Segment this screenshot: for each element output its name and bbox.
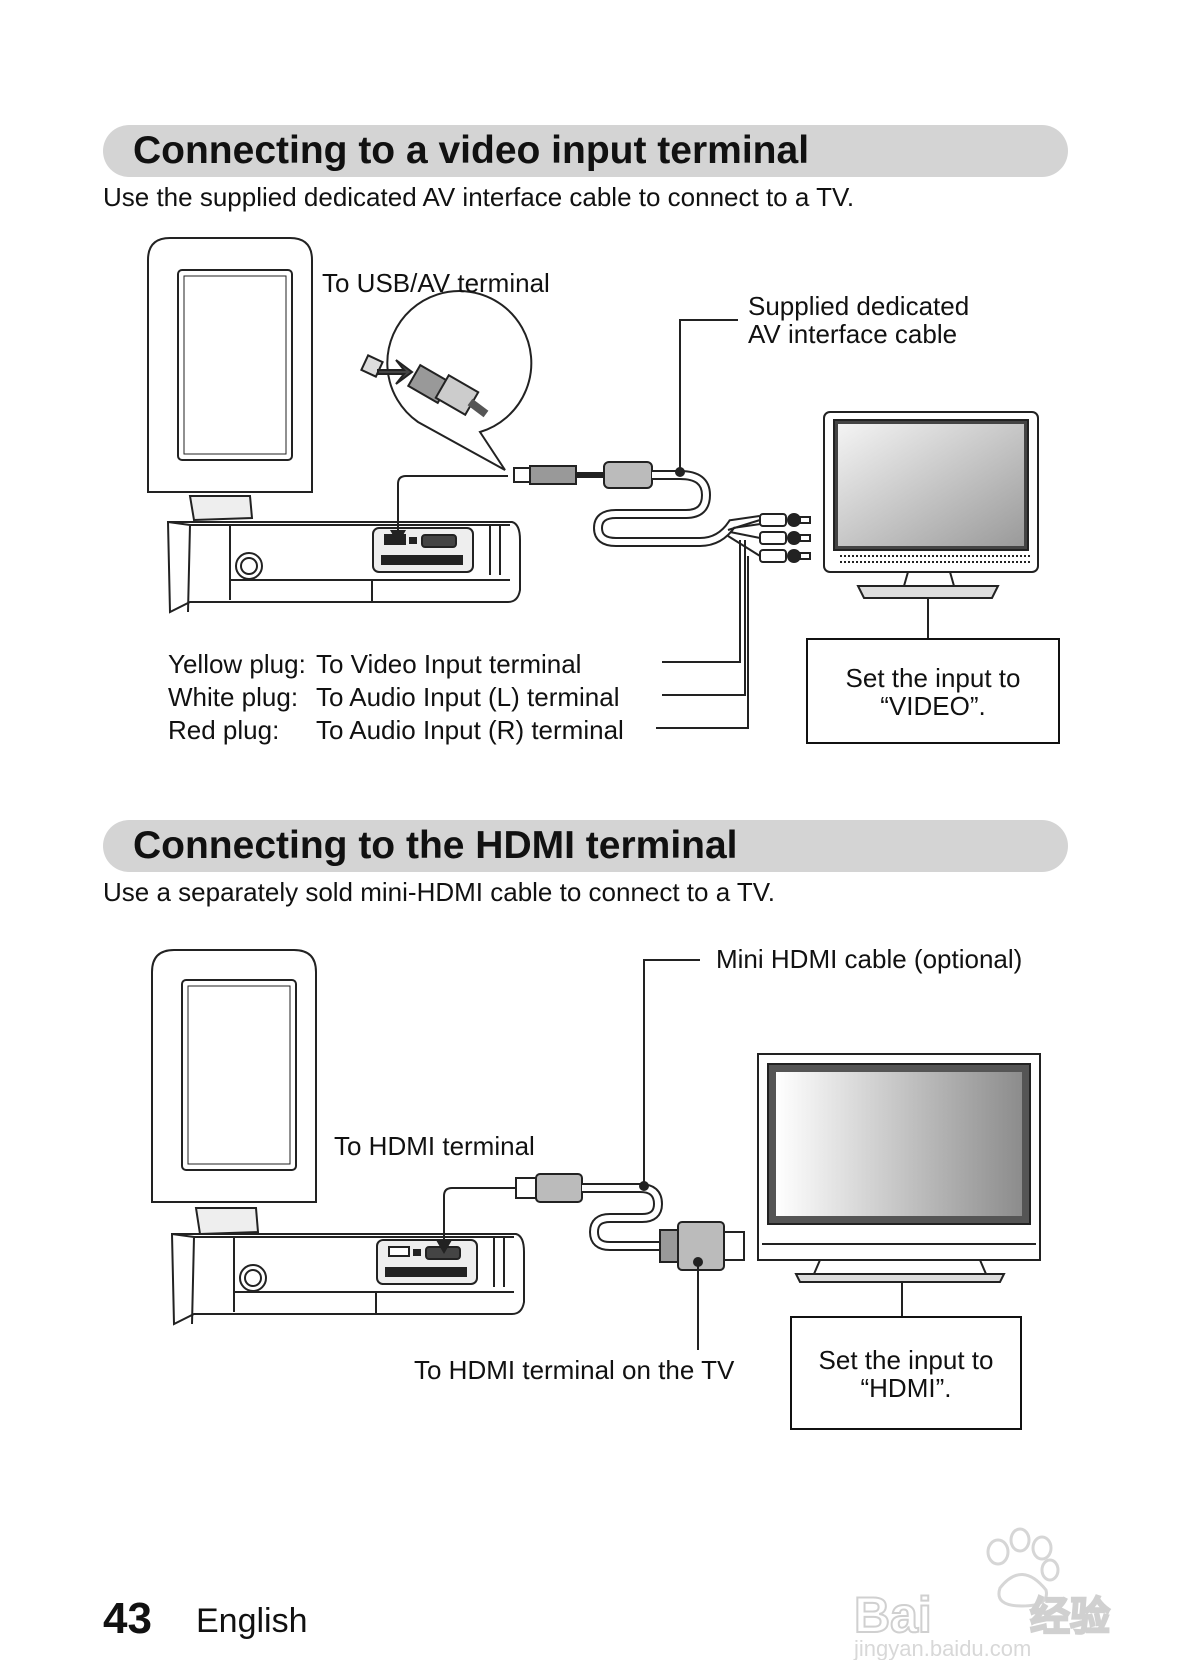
- input-instruction-box-hdmi: Set the input to “HDMI”.: [790, 1316, 1022, 1430]
- label-mini-hdmi-cable: Mini HDMI cable (optional): [716, 944, 1023, 974]
- plug-row-yellow: Yellow plug: To Video Input terminal: [168, 649, 581, 679]
- section-lead-video: Use the supplied dedicated AV interface …: [103, 182, 855, 212]
- page-number: 43: [103, 1594, 152, 1643]
- camera-illustration-hdmi: [151, 949, 525, 1326]
- plug-value: To Audio Input (R) terminal: [316, 715, 624, 745]
- input-instruction-box-video: Set the input to “VIDEO”.: [806, 638, 1060, 744]
- section-header-video: Connecting to a video input terminal: [103, 125, 1068, 177]
- plug-value: To Audio Input (L) terminal: [316, 682, 620, 712]
- box-line2: “HDMI”.: [860, 1373, 952, 1403]
- plug-row-white: White plug: To Audio Input (L) terminal: [168, 682, 620, 712]
- watermark-brand-text: Bai: [854, 1587, 932, 1643]
- plug-key: Yellow plug:: [168, 649, 306, 679]
- section-lead-hdmi: Use a separately sold mini-HDMI cable to…: [103, 877, 775, 907]
- label-cable-line2: AV interface cable: [748, 319, 958, 349]
- watermark-url-text: jingyan.baidu.com: [853, 1636, 1031, 1660]
- av-cable: [390, 461, 811, 563]
- box-line2: “VIDEO”.: [880, 691, 986, 721]
- label-tv-hdmi-terminal: To HDMI terminal on the TV: [414, 1355, 735, 1385]
- section-header-hdmi: Connecting to the HDMI terminal: [103, 820, 1068, 872]
- leader-lines-video: [656, 319, 934, 729]
- usb-connector-zoom: [360, 290, 533, 471]
- plug-value: To Video Input terminal: [316, 649, 582, 679]
- label-camera-hdmi-terminal: To HDMI terminal: [334, 1131, 535, 1161]
- section-title-hdmi: Connecting to the HDMI terminal: [133, 824, 738, 867]
- plug-row-red: Red plug: To Audio Input (R) terminal: [168, 715, 624, 745]
- hdmi-cable: [436, 1173, 745, 1271]
- plug-key: White plug:: [168, 682, 299, 712]
- baidu-watermark-logo: Bai 经验 jingyan.baidu.com: [853, 1527, 1111, 1660]
- label-cable-line1: Supplied dedicated: [748, 291, 970, 321]
- label-usb-av-terminal: To USB/AV terminal: [322, 268, 550, 298]
- tv-illustration-video: [823, 411, 1039, 599]
- svg-text:经验: 经验: [1030, 1594, 1110, 1640]
- box-line1: Set the input to: [818, 1345, 994, 1375]
- box-line1: Set the input to: [845, 663, 1021, 693]
- section-title-video: Connecting to a video input terminal: [133, 129, 810, 172]
- plug-key: Red plug:: [168, 715, 280, 745]
- page-language: English: [196, 1602, 308, 1640]
- tv-illustration-hdmi: [757, 1053, 1041, 1283]
- camera-illustration-video: [147, 237, 521, 614]
